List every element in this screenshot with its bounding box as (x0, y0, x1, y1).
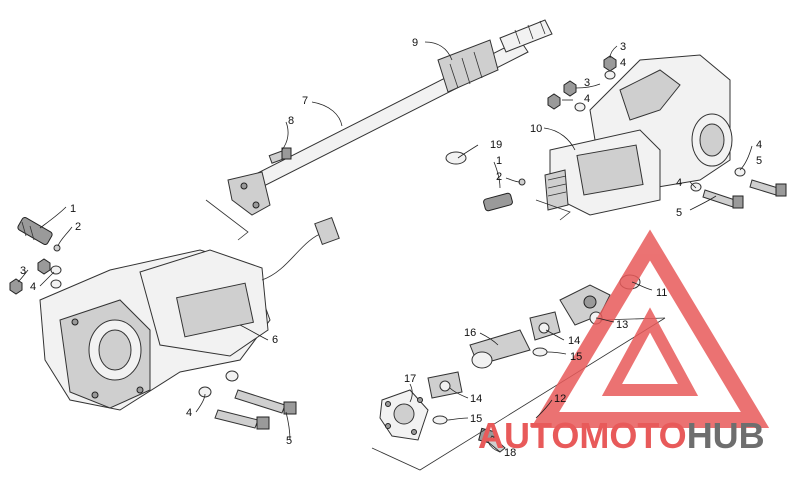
snap-ring-19 (445, 151, 467, 165)
callout-6: 6 (272, 334, 278, 346)
callout-8: 8 (288, 115, 294, 127)
callout-2: 2 (75, 221, 81, 233)
callout-4: 4 (30, 281, 36, 293)
rear-bolts-5 (702, 179, 787, 209)
callout-5: 5 (676, 207, 682, 219)
snap-ring-15a (532, 347, 548, 357)
washer-4-left (50, 265, 62, 289)
watermark-logo (530, 229, 770, 428)
callout-14: 14 (470, 393, 482, 405)
callout-11: 11 (656, 287, 667, 299)
callout-14: 14 (568, 335, 580, 347)
ref-line-shaft (205, 199, 249, 241)
rear-gear-case (544, 54, 733, 216)
breather-1-left (17, 217, 53, 245)
shaft-bracket (227, 171, 271, 216)
callout-1: 1 (70, 203, 76, 215)
harness-connector (314, 216, 340, 246)
callout-4: 4 (620, 57, 626, 69)
callout-17: 17 (404, 373, 416, 385)
callout-4: 4 (584, 93, 590, 105)
callout-7: 7 (302, 95, 308, 107)
callout-3: 3 (620, 41, 626, 53)
callout-5: 5 (756, 155, 762, 167)
watermark-triangle-inner-icon (601, 307, 699, 396)
callout-4: 4 (186, 407, 192, 419)
callout-16: 16 (464, 327, 476, 339)
snap-ring-15b (432, 415, 448, 425)
callout-10: 10 (530, 123, 542, 135)
callout-1: 1 (496, 155, 502, 167)
watermark-triangle-icon (530, 229, 770, 428)
callout-5: 5 (286, 435, 292, 447)
bolt-8 (268, 147, 292, 164)
callout-4: 4 (756, 139, 762, 151)
flange-17 (379, 389, 429, 441)
callout-15: 15 (570, 351, 582, 363)
callout-2: 2 (496, 171, 502, 183)
callout-13: 13 (616, 319, 628, 331)
driveshaft-16 (469, 329, 531, 369)
ref-line-rear (535, 199, 571, 221)
front-gear-case (39, 249, 271, 411)
universal-joint-14b (427, 371, 463, 399)
callout-3: 3 (584, 77, 590, 89)
callout-15: 15 (470, 413, 482, 425)
callout-19: 19 (490, 139, 502, 151)
callout-labels: 9 7 8 1 2 3 4 6 4 5 3 4 3 4 10 19 1 2 4 … (20, 37, 762, 459)
callout-9: 9 (412, 37, 418, 49)
nut-3-left (9, 258, 51, 295)
clamp-2-left (53, 244, 61, 252)
wire-harness (261, 231, 326, 281)
watermark-text: AUTOMOTOHUB (478, 415, 765, 456)
callout-18: 18 (504, 447, 516, 459)
washers-4-lower (198, 370, 239, 398)
breather-1-right (483, 192, 513, 212)
drive-shaft (247, 19, 553, 191)
callout-3: 3 (20, 265, 26, 277)
callout-4: 4 (676, 177, 682, 189)
leader-lines (17, 41, 753, 453)
callout-12: 12 (554, 393, 566, 405)
bolts-5-lower (214, 389, 297, 430)
